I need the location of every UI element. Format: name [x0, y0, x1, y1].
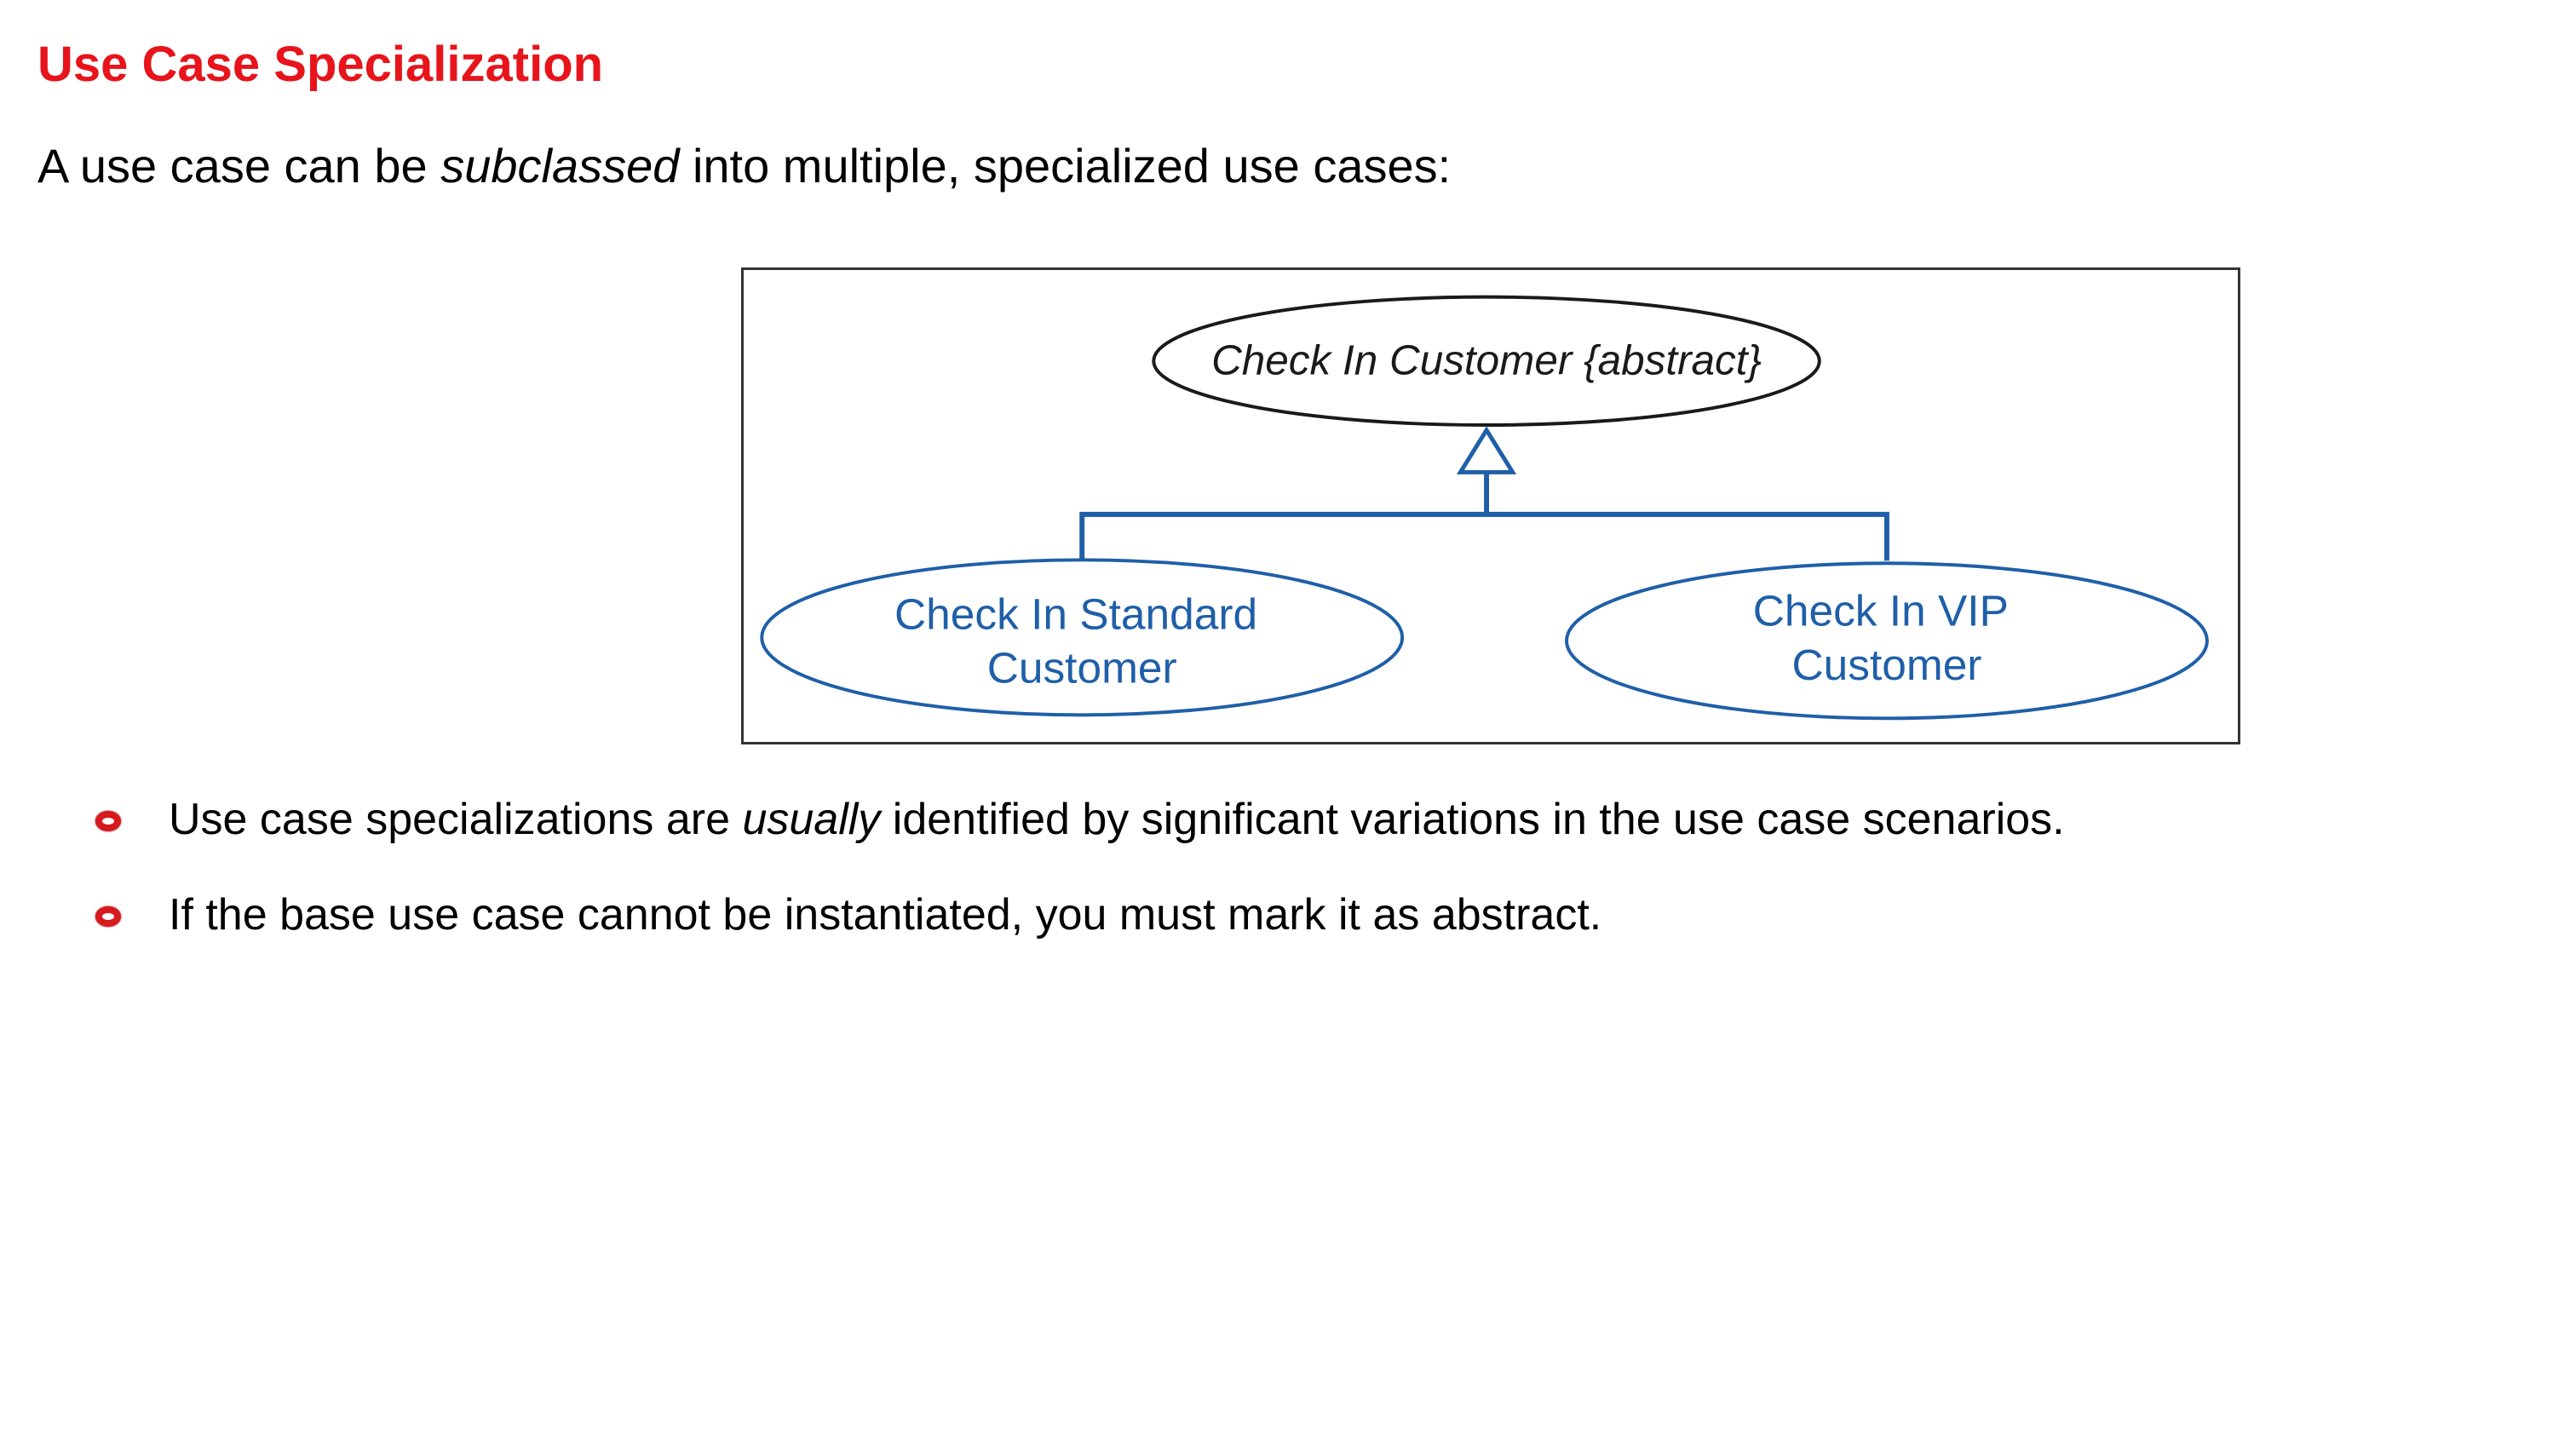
- slide-title: Use Case Specialization: [37, 37, 604, 92]
- bullet-ring-icon: [95, 906, 121, 927]
- bullet-text-end: identified by significant variations in …: [880, 795, 2065, 844]
- bullet-emphasis: usually: [742, 795, 881, 844]
- intro-text-end: into multiple, specialized use cases:: [679, 139, 1452, 193]
- bullet-text: Use case specializations are usually ide…: [169, 794, 2065, 845]
- generalization-arrowhead-icon: [1456, 426, 1517, 474]
- bullet-item: If the base use case cannot be instantia…: [0, 890, 2576, 956]
- specialized-use-case-standard-ellipse: [760, 558, 1405, 717]
- intro-text: A use case can be subclassed into multip…: [37, 138, 1451, 193]
- bullet-text: If the base use case cannot be instantia…: [169, 889, 1601, 940]
- specialized-use-case-standard-line-2: Customer: [987, 643, 1177, 693]
- generalization-connector: [1079, 472, 1889, 561]
- specialized-use-case-vip-label: Check In VIP Customer: [1753, 585, 2021, 688]
- use-case-diagram-canvas: Check In Customer {abstract} Check In St…: [760, 295, 2209, 721]
- bullet-item: Use case specializations are usually ide…: [0, 795, 2576, 860]
- specialized-use-case-standard-line-1: Check In Standard: [894, 589, 1257, 638]
- specialized-use-case-standard-label: Check In Standard Customer: [894, 589, 1269, 692]
- bullet-ring-icon: [95, 811, 121, 831]
- specialized-use-case-vip-line-1: Check In VIP: [1753, 585, 2009, 635]
- bullet-text-start: Use case specializations are: [169, 795, 743, 844]
- specialized-use-case-vip-ellipse: [1565, 561, 2209, 721]
- bullet-text-start: If the base use case cannot be instantia…: [169, 890, 1602, 940]
- intro-text-start: A use case can be: [37, 139, 441, 193]
- base-use-case-ellipse: [1152, 295, 1821, 428]
- intro-emphasis: subclassed: [440, 139, 680, 193]
- use-case-diagram: Check In Customer {abstract} Check In St…: [741, 267, 2240, 744]
- specialized-use-case-vip-line-2: Customer: [1791, 640, 1981, 689]
- base-use-case-label: Check In Customer {abstract}: [1211, 337, 1762, 384]
